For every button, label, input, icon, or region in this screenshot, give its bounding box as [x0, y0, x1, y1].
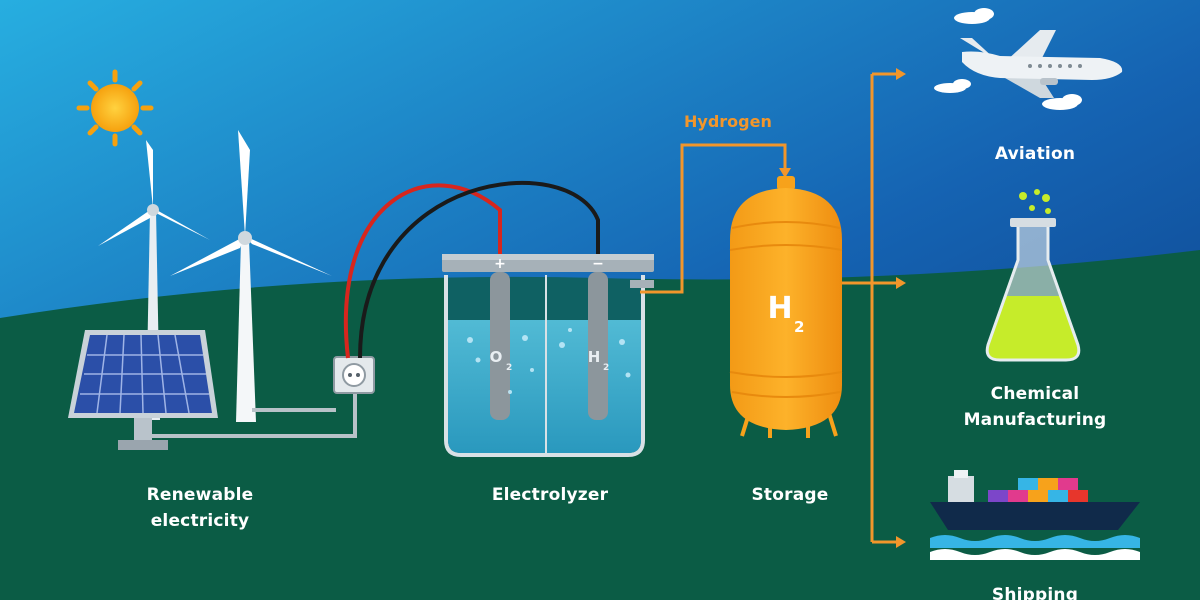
shipping-label: Shipping — [991, 585, 1079, 600]
electrolyzer-tank — [442, 254, 654, 457]
renewable-label-line1: Renewable — [146, 485, 254, 505]
hydrogen-subscript: 2 — [603, 363, 609, 373]
positive-terminal-label: + — [494, 256, 506, 272]
chemical-manufacturing-label: Chemical Manufacturing — [940, 381, 1130, 433]
renewable-electricity-label: Renewable electricity — [90, 482, 310, 534]
hydrogen-pipe — [630, 143, 791, 294]
electrolyzer-label: Electrolyzer — [491, 485, 609, 505]
storage-label: Storage — [751, 485, 829, 505]
negative-wire — [358, 181, 600, 359]
chemical-label-line2: Manufacturing — [963, 410, 1107, 430]
oxygen-subscript: 2 — [506, 363, 512, 373]
hydrogen-label: Hydrogen — [684, 112, 772, 131]
power-socket-icon — [333, 356, 375, 394]
oxygen-electrode-label: O — [490, 348, 503, 366]
negative-terminal-label: − — [592, 256, 604, 272]
power-cables — [150, 392, 357, 438]
arrow-heads — [896, 68, 906, 548]
hydrogen-storage-tank — [729, 176, 843, 438]
flask-icon — [985, 189, 1081, 362]
tank-formula: H — [767, 291, 792, 326]
wind-turbine-icon — [170, 130, 332, 422]
aviation-label: Aviation — [994, 144, 1076, 164]
hydrogen-electrode-label: H — [588, 348, 601, 366]
solar-panel-icon — [68, 330, 218, 450]
airplane-icon — [934, 8, 1123, 110]
sun-icon — [76, 69, 154, 147]
chemical-label-line1: Chemical — [990, 384, 1080, 404]
distribution-arrows — [842, 72, 898, 544]
positive-wire — [343, 183, 502, 359]
cargo-ship-icon — [930, 470, 1140, 560]
renewable-label-line2: electricity — [150, 511, 250, 531]
tank-formula-subscript: 2 — [794, 318, 804, 336]
